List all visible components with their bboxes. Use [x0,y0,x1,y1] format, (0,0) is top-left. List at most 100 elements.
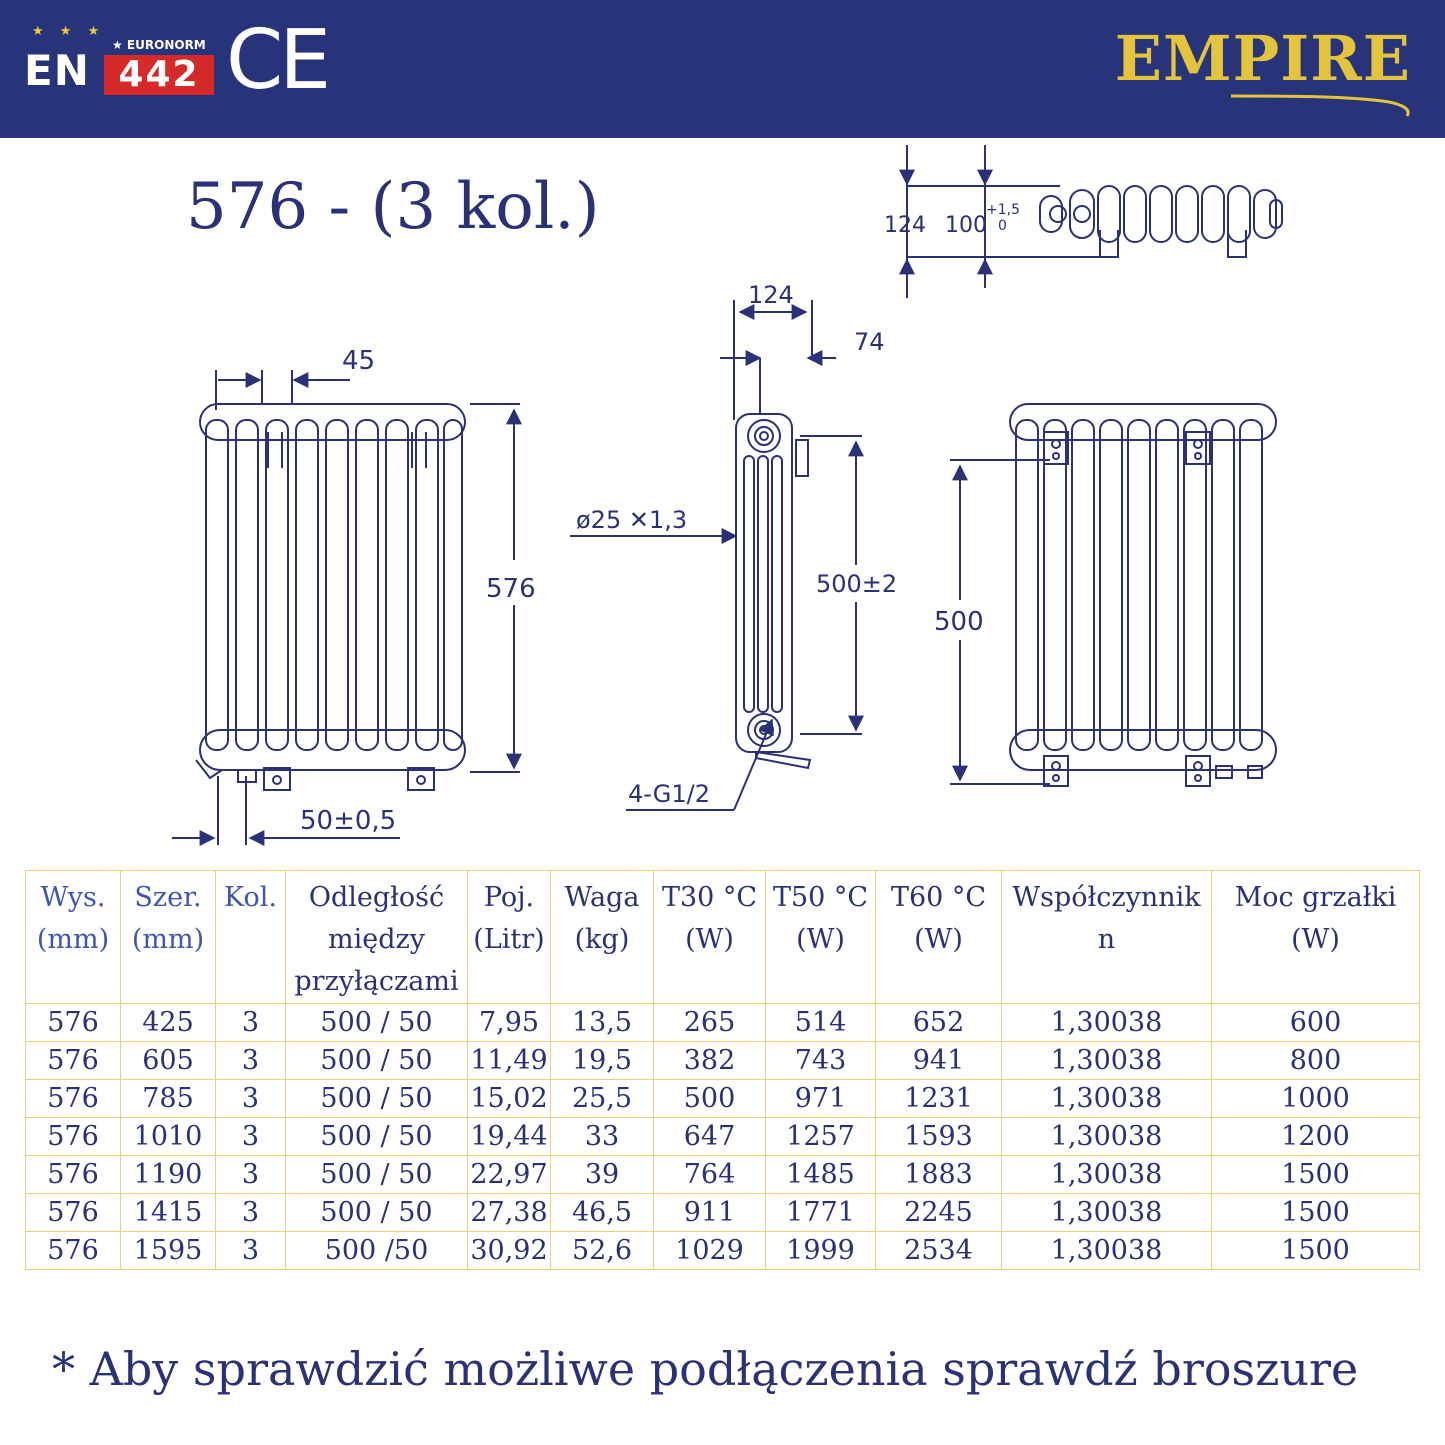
cell-t50: 1257 [765,1117,876,1156]
cell-weight: 19,5 [550,1041,654,1080]
cell-heater-power: 1500 [1211,1155,1420,1194]
thread-label: 4-G1/2 [628,780,710,808]
cell-coefficient: 1,30038 [1001,1231,1212,1270]
en-label: EN [24,46,90,95]
technical-drawings: 124 100 +1,5 0 [172,145,1283,846]
cell-capacity: 7,95 [467,1003,551,1042]
cell-capacity: 27,38 [467,1193,551,1232]
header-weight: Waga(kg) [550,870,654,1004]
cell-height: 576 [25,1231,121,1270]
cell-connection-distance: 500 / 50 [285,1193,468,1232]
cell-columns: 3 [215,1117,286,1156]
cell-width: 785 [120,1079,216,1118]
front-height-label: 576 [486,574,536,604]
cell-columns: 3 [215,1193,286,1232]
cell-coefficient: 1,30038 [1001,1155,1212,1194]
cell-columns: 3 [215,1041,286,1080]
footnote: * Aby sprawdzić możliwe podłączenia spra… [52,1342,1359,1396]
pipe-diameter-label: ø25 ✕1,3 [576,506,687,534]
front-view-drawing [172,370,522,846]
cell-t50: 971 [765,1079,876,1118]
top-view-drawing [899,145,1283,298]
cell-height: 576 [25,1079,121,1118]
cell-connection-distance: 500 / 50 [285,1117,468,1156]
cell-height: 576 [25,1155,121,1194]
cell-connection-distance: 500 / 50 [285,1155,468,1194]
top-view-tolerance-zero: 0 [998,218,1007,234]
cell-coefficient: 1,30038 [1001,1117,1212,1156]
cell-t60: 1231 [875,1079,1002,1118]
cell-weight: 25,5 [550,1079,654,1118]
top-view-offset-label: 100 [945,213,987,238]
header-heater-power: Moc grzałki(W) [1211,870,1420,1004]
side-view-drawing [570,300,864,811]
ce-mark-icon: CE [226,13,331,108]
cell-width: 1415 [120,1193,216,1232]
header-t60: T60 °C(W) [875,870,1002,1004]
cell-heater-power: 800 [1211,1041,1420,1080]
cell-heater-power: 1500 [1211,1193,1420,1232]
cell-t30: 1029 [653,1231,766,1270]
euronorm-label: ★ EURONORM [106,38,220,53]
front-bottom-label: 50±0,5 [300,806,396,836]
cell-weight: 39 [550,1155,654,1194]
cell-t60: 2534 [875,1231,1002,1270]
front-pitch-label: 45 [342,346,375,376]
cell-t30: 382 [653,1041,766,1080]
cell-t60: 1883 [875,1155,1002,1194]
cell-width: 425 [120,1003,216,1042]
eu-stars-icon: ★ ★ ★ [32,24,106,39]
header-height: Wys.(mm) [25,870,121,1004]
cell-t50: 1485 [765,1155,876,1194]
cell-connection-distance: 500 / 50 [285,1041,468,1080]
cell-capacity: 30,92 [467,1231,551,1270]
cell-heater-power: 1500 [1211,1231,1420,1270]
cell-connection-distance: 500 / 50 [285,1003,468,1042]
cell-width: 1010 [120,1117,216,1156]
cell-width: 1595 [120,1231,216,1270]
cell-coefficient: 1,30038 [1001,1079,1212,1118]
cell-t30: 500 [653,1079,766,1118]
back-view-drawing [950,403,1277,787]
header-t30: T30 °C(W) [653,870,766,1004]
cell-t50: 514 [765,1003,876,1042]
cell-width: 605 [120,1041,216,1080]
top-view-depth-label: 124 [884,213,926,238]
cell-t50: 1999 [765,1231,876,1270]
cell-weight: 46,5 [550,1193,654,1232]
cell-height: 576 [25,1041,121,1080]
cell-capacity: 15,02 [467,1079,551,1118]
cell-t50: 1771 [765,1193,876,1232]
cell-t50: 743 [765,1041,876,1080]
cell-weight: 33 [550,1117,654,1156]
header-columns: Kol. [215,870,286,1004]
side-offset-label: 74 [854,328,885,356]
cell-connection-distance: 500 /50 [285,1231,468,1270]
cell-columns: 3 [215,1003,286,1042]
cell-coefficient: 1,30038 [1001,1193,1212,1232]
en-442-badge: ★ ★ ★ EN ★ EURONORM 442 [22,24,222,104]
cell-columns: 3 [215,1155,286,1194]
connection-spacing-label: 500±2 [816,570,897,598]
cell-width: 1190 [120,1155,216,1194]
cell-t60: 652 [875,1003,1002,1042]
cell-height: 576 [25,1003,121,1042]
brand-logo: EMPIRE [1114,22,1411,95]
header-banner: ★ ★ ★ EN ★ EURONORM 442 CE EMPIRE [0,0,1445,138]
brand-swash-icon [1230,94,1410,117]
cell-t30: 265 [653,1003,766,1042]
cell-capacity: 11,49 [467,1041,551,1080]
cell-capacity: 22,97 [467,1155,551,1194]
cell-t60: 941 [875,1041,1002,1080]
norm-number: 442 [104,55,214,95]
cell-t60: 2245 [875,1193,1002,1232]
cell-connection-distance: 500 / 50 [285,1079,468,1118]
